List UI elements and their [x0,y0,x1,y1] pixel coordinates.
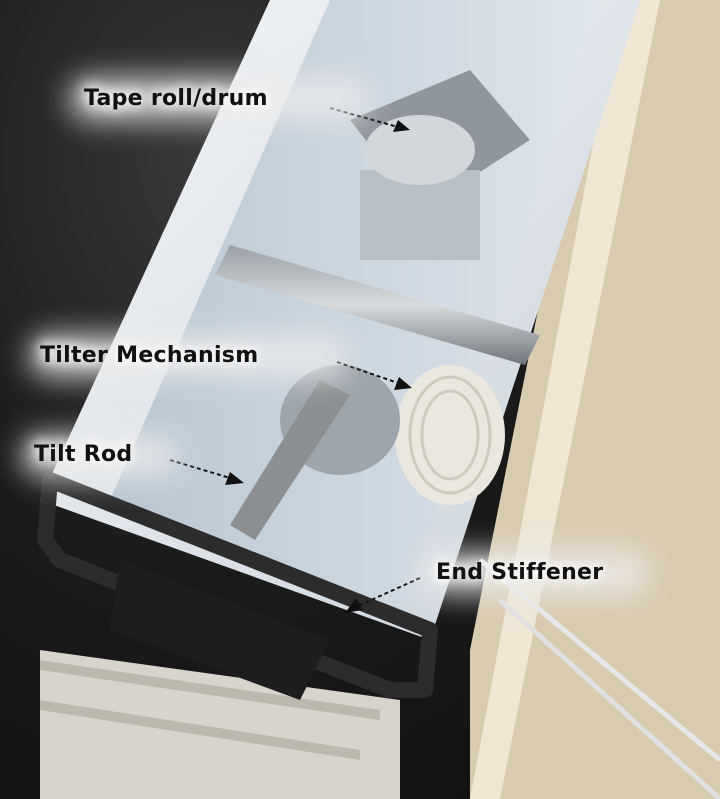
label-tilter-mechanism: Tilter Mechanism [40,343,259,368]
label-glow [420,550,650,596]
label-glow [28,333,348,379]
label-tape-roll-drum: Tape roll/drum [84,86,268,111]
label-glow [68,76,368,122]
label-tilt-rod: Tilt Rod [34,442,133,467]
label-glow [20,433,180,479]
label-end-stiffener: End Stiffener [436,560,604,585]
